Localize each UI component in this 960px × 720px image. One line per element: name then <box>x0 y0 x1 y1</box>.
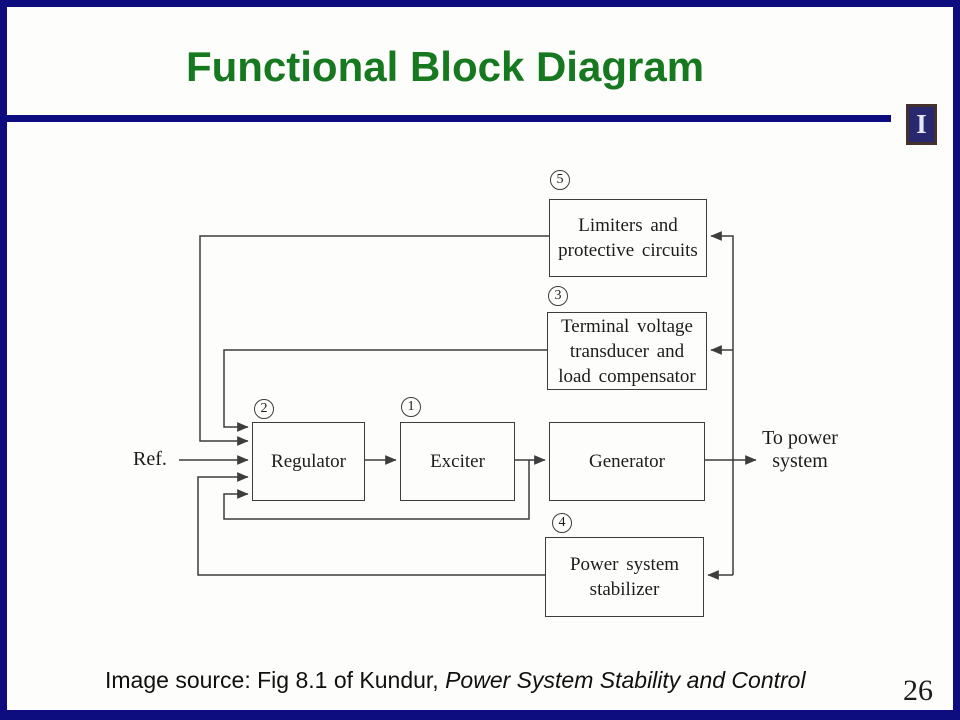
university-logo: I <box>906 104 937 145</box>
block-limiters-label-line: protective circuits <box>558 240 698 261</box>
image-source-caption: Image source: Fig 8.1 of Kundur, Power S… <box>105 667 806 694</box>
caption-book-title: Power System Stability and Control <box>445 667 806 693</box>
to-power-system-label-line: system <box>772 450 828 472</box>
diagram-wires <box>179 231 757 580</box>
block-regulator: Regulator <box>252 422 365 501</box>
title-divider <box>7 115 891 122</box>
node-number-2: 2 <box>254 399 274 419</box>
block-tvt-label-line: load compensator <box>558 365 696 387</box>
block-pss-label-line: Power system <box>569 554 680 575</box>
block-limiters-label-line: Limiters and <box>578 215 678 236</box>
wire-exciter-feedback <box>223 460 530 520</box>
node-number-5: 5 <box>550 170 570 190</box>
wire-limiters-to-regulator <box>199 235 549 446</box>
to-power-system-label-line: To power <box>762 427 838 449</box>
node-number-4: 4 <box>552 513 572 533</box>
block-terminal-voltage-transducer: Terminal voltage transducer and load com… <box>547 312 707 390</box>
block-regulator-label: Regulator <box>271 451 346 472</box>
block-tvt-label-line: transducer and <box>569 340 685 362</box>
block-power-system-stabilizer: Power system stabilizer <box>545 537 704 617</box>
block-generator-label: Generator <box>589 451 665 472</box>
logo-letter-i-icon: I <box>916 109 927 139</box>
block-tvt-label-line: Terminal voltage <box>561 315 693 337</box>
to-power-system-label: To power system <box>762 427 838 473</box>
wire-transducer-to-regulator <box>223 349 547 432</box>
page-number: 26 <box>903 674 933 707</box>
wire-stabilizer-to-regulator <box>197 472 545 576</box>
node-number-1: 1 <box>401 397 421 417</box>
block-limiters: Limiters and protective circuits <box>549 199 707 277</box>
block-generator: Generator <box>549 422 705 501</box>
block-exciter-label: Exciter <box>430 451 485 472</box>
block-exciter: Exciter <box>400 422 515 501</box>
ref-input-label: Ref. <box>133 448 167 470</box>
page-title: Functional Block Diagram <box>185 43 705 90</box>
block-pss-label-line: stabilizer <box>589 579 660 600</box>
wire-sense-to-limiters <box>710 231 734 575</box>
caption-prefix: Image source: Fig 8.1 of Kundur, <box>105 667 446 693</box>
node-number-3: 3 <box>548 286 568 306</box>
